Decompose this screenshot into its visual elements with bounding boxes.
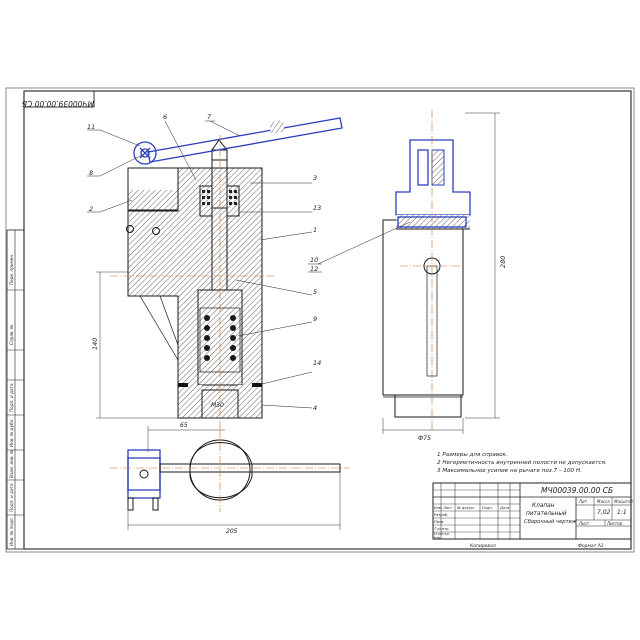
dim-top-label: 65 — [180, 422, 188, 429]
role-approver: Утв. — [434, 536, 442, 540]
sheets-label: Листов — [606, 521, 623, 526]
title-line-1: Клапан — [532, 503, 555, 509]
strip-label-1: Справ. № — [9, 324, 14, 345]
rev-col-date: Дата — [499, 506, 509, 510]
balloon-11: 11 — [87, 123, 95, 131]
dimension-top: 65 205 — [127, 422, 341, 535]
strip-label-0: Перв. примен. — [9, 254, 14, 285]
rotated-code: МЧ00039.00.00 СБ — [22, 99, 94, 108]
title-line-3: Сборочный чертеж — [524, 519, 577, 525]
note-3: 3 Максимальное усилие на рычаге поз.7 – … — [437, 468, 582, 474]
role-developer: Разраб. — [434, 513, 448, 517]
rev-col-doc: № докум. — [456, 506, 475, 510]
rev-col-list: Лист — [442, 506, 453, 510]
col-scale: Масштаб — [614, 499, 634, 504]
title-code: МЧ00039.00.00 СБ — [541, 486, 613, 495]
technical-notes: 1 Размеры для справок. 2 Негерметичность… — [437, 452, 607, 474]
dim-thread-label: М30 — [211, 402, 224, 409]
rotated-code-box: МЧ00039.00.00 СБ — [22, 90, 95, 108]
spring — [199, 307, 241, 373]
balloon-1: 1 — [313, 226, 317, 234]
dim-height-right-label: 280 — [499, 256, 507, 268]
title-block: МЧ00039.00.00 СБ Изм. Лист № докум. Подп… — [432, 482, 634, 540]
dim-diam-label: Ф75 — [418, 435, 431, 442]
col-lit: Лит. — [578, 499, 588, 504]
balloon-10: 10 — [310, 256, 318, 264]
dimension-height-left: 140 — [91, 271, 178, 419]
leader-lines — [87, 120, 411, 409]
balloon-2: 2 — [89, 205, 93, 213]
bottom-copy: Копировал — [470, 543, 496, 549]
balloon-12: 12 — [310, 265, 318, 273]
front-section-view — [110, 117, 343, 430]
strip-label-6: Инв. № подл. — [9, 517, 14, 546]
dimension-diameter: Ф75 — [382, 418, 464, 442]
balloon-8: 8 — [89, 169, 93, 177]
strip-label-2: Подп. и дата — [9, 383, 14, 412]
balloon-numbers: 11 8 2 6 7 3 13 1 10 12 5 9 14 4 — [87, 113, 321, 412]
balloon-6: 6 — [163, 113, 167, 121]
sheet-label: Лист — [578, 521, 590, 526]
drawing-frame — [23, 90, 632, 550]
strip-label-4: Взам. инв. № — [9, 449, 14, 478]
outer-frame — [5, 87, 635, 553]
title-line-2: питательный — [526, 511, 567, 517]
col-mass: Масса — [597, 499, 610, 504]
left-binding-strip: Перв. примен. Справ. № Подп. и дата Инв.… — [6, 229, 25, 550]
strip-label-5: Подп. и дата — [9, 483, 14, 512]
strip-label-3: Инв. № дубл. — [9, 418, 14, 447]
balloon-4: 4 — [313, 404, 317, 412]
side-view — [382, 110, 471, 430]
note-2: 2 Негерметичность внутренней полости не … — [437, 460, 607, 466]
top-view — [110, 430, 350, 512]
balloon-3: 3 — [313, 174, 317, 182]
note-1: 1 Размеры для справок. — [437, 452, 508, 458]
balloon-5: 5 — [313, 288, 317, 296]
role-ncontrol: Н.контр. — [434, 532, 450, 536]
scale-value: 1:1 — [617, 509, 627, 516]
dimension-height-right: 280 — [465, 112, 507, 419]
balloon-13: 13 — [313, 204, 321, 212]
balloon-9: 9 — [313, 315, 317, 323]
balloon-14: 14 — [313, 359, 321, 367]
balloon-7: 7 — [207, 113, 212, 121]
role-tcontrol: Т.контр. — [434, 527, 450, 531]
role-checker: Пров. — [434, 520, 444, 524]
rev-col-sign: Подп. — [482, 506, 493, 510]
lever — [133, 117, 343, 165]
dim-height-left-label: 140 — [91, 338, 99, 350]
dim-bottom-label: 205 — [226, 528, 238, 535]
bottom-format: Формат А3 — [578, 543, 604, 549]
mass-value: 7,02 — [597, 509, 611, 516]
rev-col-izm: Изм. — [434, 506, 442, 510]
